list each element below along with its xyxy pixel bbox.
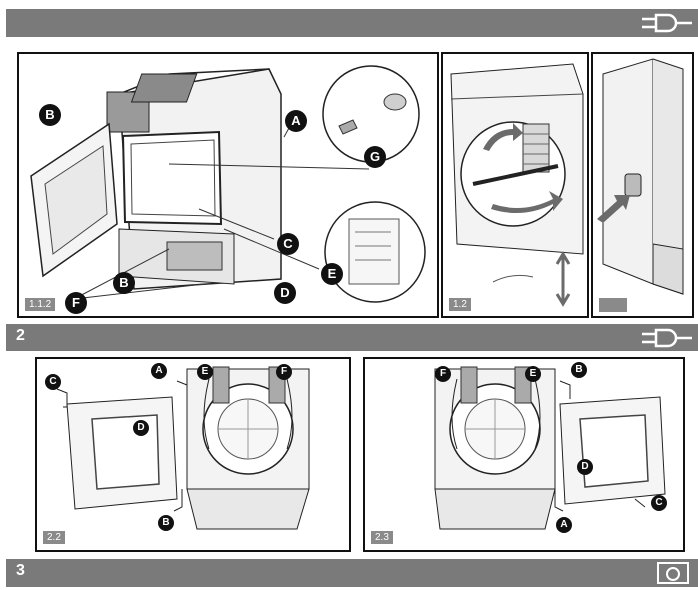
dryer-icon [654,561,694,590]
panel-tag: 1.2 [449,298,471,311]
section-number: 2 [16,327,25,344]
panel-door-reverse-remove: C A E F D B 2.2 [35,357,351,552]
panel-dryer-overview: B A G C E B D F 1.1.2 [17,52,439,318]
callout-e: E [197,364,213,380]
callout-f: F [65,292,87,314]
callout-g: G [364,146,386,168]
callout-a: A [285,110,307,132]
callout-f: F [435,366,451,382]
callout-b: B [571,362,587,378]
callout-f: F [276,364,292,380]
callout-c: C [651,495,667,511]
callout-d: D [274,282,296,304]
callout-b: B [39,104,61,126]
panel-door-reverse-mount: F E B D C A 2.3 [363,357,685,552]
section-bar-1 [6,9,698,37]
callout-c: C [45,374,61,390]
callout-e: E [321,263,343,285]
callout-b: B [113,272,135,294]
callout-a: A [151,363,167,379]
callout-e: E [525,366,541,382]
callout-a: A [556,517,572,533]
callout-d: D [577,459,593,475]
section-bar-2: 2 [6,324,698,351]
panel-tag: 1.1.2 [25,298,56,311]
callout-c: C [277,233,299,255]
panel-foot-adjust: 1.2 [441,52,589,318]
panel-tag: 2.2 [43,531,65,544]
section-bar-3: 3 [6,559,698,587]
callout-d: D [133,420,149,436]
panel-tag [599,298,627,312]
plug-icon [640,326,694,355]
plug-icon [640,11,694,40]
section-number: 3 [16,562,25,579]
panel-tag: 2.3 [371,531,393,544]
panel-side-push [591,52,694,318]
callout-b: B [158,515,174,531]
